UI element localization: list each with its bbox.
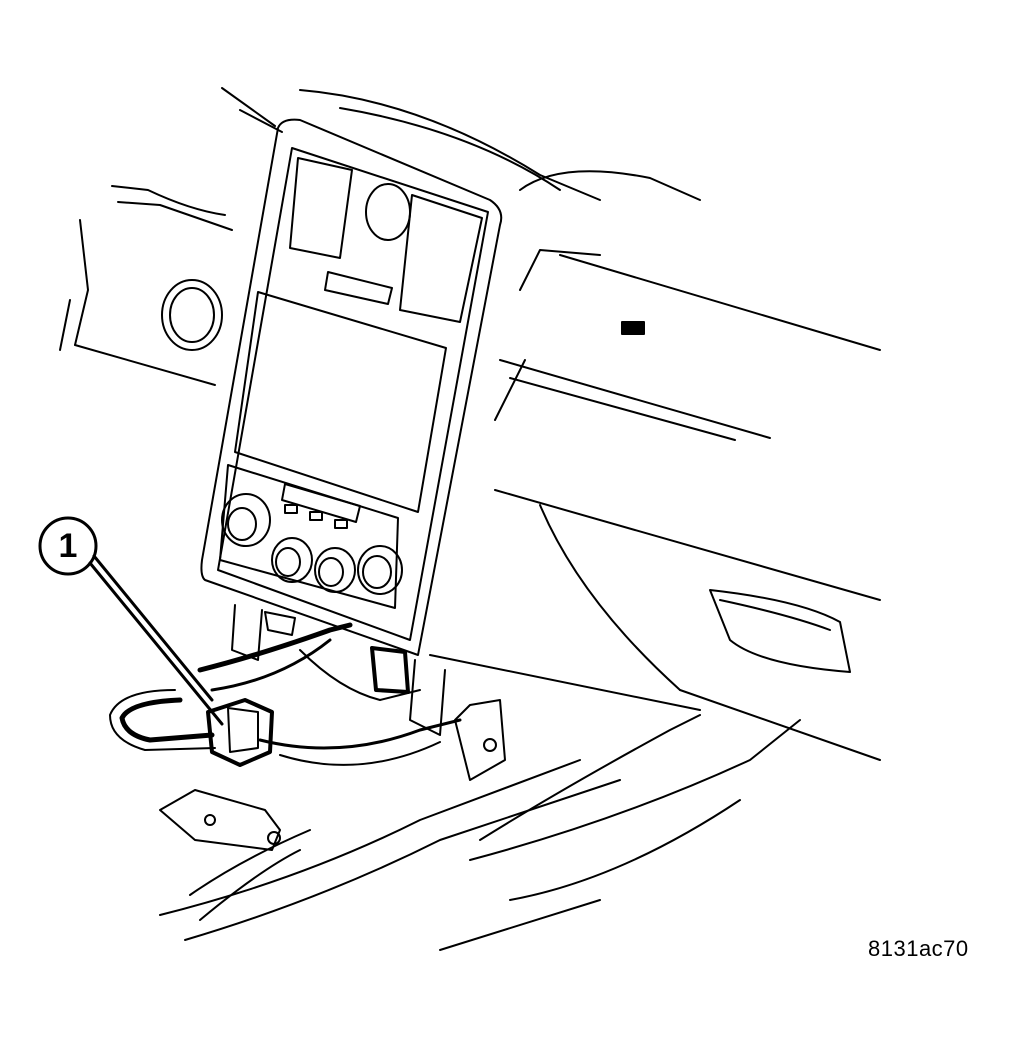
center-stack-bezel (200, 118, 503, 656)
wiring-harness (109, 604, 506, 781)
dash-badge (621, 321, 645, 335)
leader-line-1 (88, 561, 224, 726)
instrument-panel (59, 87, 881, 761)
glove-box (709, 589, 851, 673)
callout-number: 1 (58, 526, 78, 565)
left-air-vent (161, 279, 223, 351)
clock (365, 183, 411, 241)
floor-console (159, 714, 801, 951)
climate-knobs (221, 493, 403, 595)
callout-1 (38, 516, 224, 726)
figure-id: 8131ac70 (868, 936, 969, 961)
leader-line-2 (92, 554, 214, 702)
connector (206, 646, 410, 767)
